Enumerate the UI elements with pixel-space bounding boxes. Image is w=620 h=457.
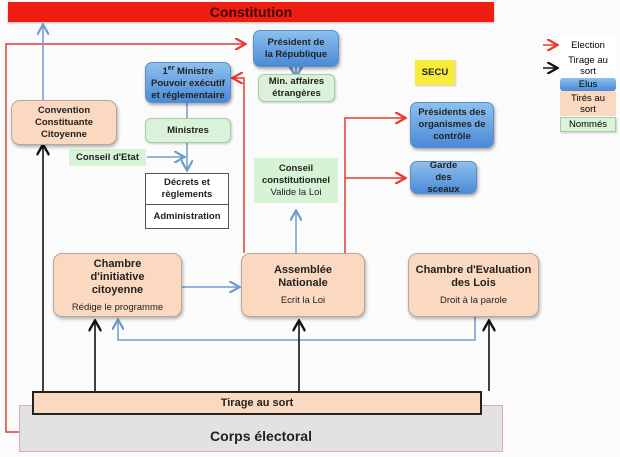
premier-ministre-line2: Pouvoir exécutif [151, 78, 225, 90]
ministres-label: Ministres [167, 124, 209, 136]
conseil-etat-box: Conseil d'Etat [69, 149, 146, 166]
chambre-initiative-title: Chambre d'initiative citoyenne [90, 257, 145, 296]
decrets-admin-box: Décrets et règlements Administration [145, 173, 229, 229]
legend-tires: Tirés au sort [560, 91, 616, 116]
garde-sceaux-label: Garde des sceaux [427, 159, 460, 195]
legend-tirage: Tirage au sort [560, 53, 616, 78]
legend-tires-label: Tirés au sort [571, 92, 605, 115]
decrets-label: Décrets et règlements [161, 177, 213, 200]
premier-ministre-line3: et réglementaire [151, 90, 225, 102]
legend-nommes: Nommés [560, 117, 616, 132]
assemblee-box: Assemblée Nationale Ecrit la Loi [241, 253, 365, 317]
legend-elus-label: Elus [578, 79, 598, 90]
tirage-au-sort-label: Tirage au sort [220, 397, 294, 409]
president-label: Président de la République [264, 36, 328, 60]
chambre-initiative-box: Chambre d'initiative citoyenne Rédige le… [53, 253, 182, 317]
election-arrow-organismes [344, 118, 404, 253]
president-box: Président de la République [253, 30, 339, 67]
constitution-label: Constitution [209, 4, 293, 20]
premier-ministre-box: 1er Ministre Pouvoir exécutif et régleme… [145, 62, 231, 103]
corps-electoral-label: Corps électoral [210, 427, 312, 444]
administration-cell: Administration [146, 205, 228, 228]
constitution-bar: Constitution [8, 2, 494, 22]
legend-tirage-label: Tirage au sort [568, 54, 608, 77]
legend-nommes-label: Nommés [568, 119, 607, 130]
legend-election: Election [560, 37, 616, 53]
conseil-constitutionnel-box: Conseil constitutionnel Valide la Loi [254, 158, 338, 203]
conseil-constitutionnel-title: Conseil constitutionnel [261, 162, 331, 186]
garde-sceaux-box: Garde des sceaux [410, 159, 477, 195]
ministres-box: Ministres [145, 118, 231, 143]
legend-elus: Elus [560, 78, 616, 91]
chambre-evaluation-box: Chambre d'Evaluation des Lois Droit à la… [408, 253, 539, 317]
election-arrow-president [5, 44, 244, 433]
chambre-evaluation-subtitle: Droit à la parole [439, 295, 508, 306]
conseil-etat-label: Conseil d'Etat [76, 151, 139, 163]
legend: Election Tirage au sort Elus Tirés au so… [558, 37, 616, 137]
convention-label: Convention Constituante Citoyenne [34, 104, 94, 140]
chambre-evaluation-title: Chambre d'Evaluation des Lois [415, 264, 532, 289]
assemblee-subtitle: Ecrit la Loi [280, 295, 326, 306]
legend-election-label: Election [571, 39, 605, 51]
secu-box: SECU [415, 60, 455, 85]
administration-label: Administration [153, 211, 221, 222]
assemblee-title: Assemblée Nationale [273, 264, 333, 289]
premier-ministre-title: 1er Ministre [162, 64, 214, 78]
presidents-organismes-box: Présidents des organismes de contrôle [410, 102, 494, 148]
election-arrow-premier-ministre [234, 78, 245, 253]
flow-evaluation-chambre [118, 317, 476, 341]
chambre-initiative-subtitle: Rédige le programme [71, 301, 164, 313]
secu-label: SECU [421, 67, 449, 78]
decrets-cell: Décrets et règlements [146, 174, 228, 205]
min-affaires-label: Min. affaires étrangères [268, 76, 325, 99]
min-affaires-box: Min. affaires étrangères [258, 74, 335, 102]
tirage-au-sort-bar: Tirage au sort [32, 391, 482, 415]
conseil-constitutionnel-subtitle: Valide la Loi [270, 186, 322, 198]
presidents-organismes-label: Présidents des organismes de contrôle [418, 107, 486, 142]
convention-box: Convention Constituante Citoyenne [11, 100, 117, 145]
